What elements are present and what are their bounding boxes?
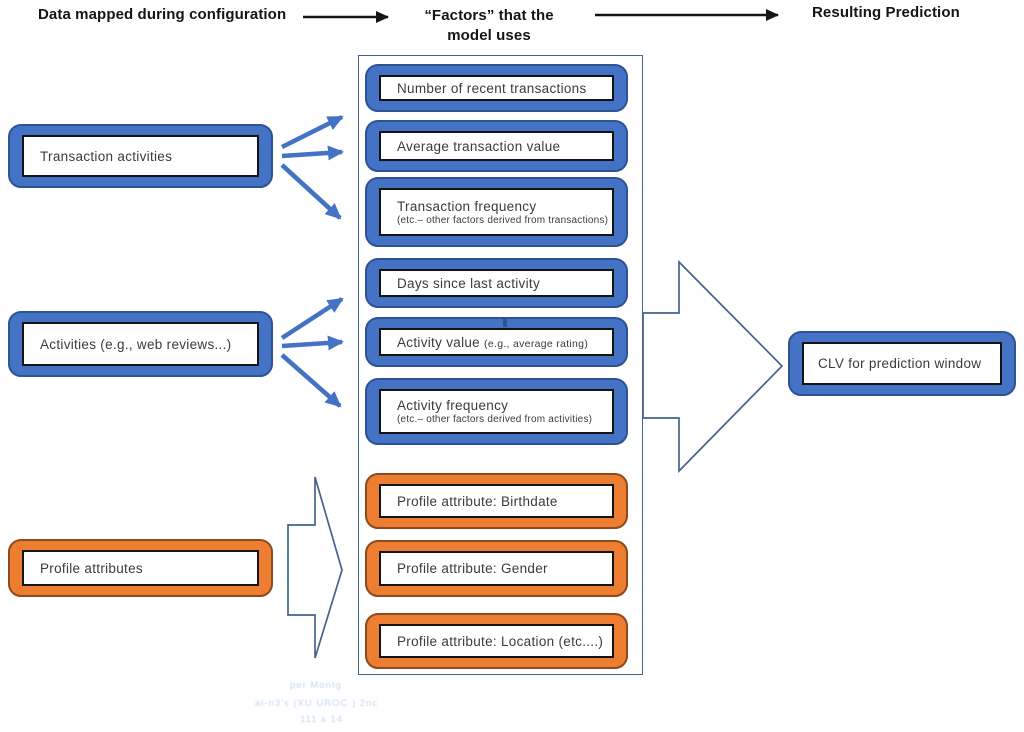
- header-factors-line2: model uses: [447, 26, 531, 44]
- factor-box-inner: Days since last activity: [379, 269, 614, 297]
- block-arrow-factors-to-prediction: [642, 259, 784, 474]
- faint-artifact-line3: 111 x 14: [300, 714, 344, 725]
- source-box-inner: Profile attributes: [22, 550, 259, 586]
- prediction-box-clv: CLV for prediction window: [788, 331, 1016, 396]
- factor-box-average-transaction-value: Average transaction value: [365, 120, 628, 172]
- factor-box-transaction-frequency: Transaction frequency (etc.– other facto…: [365, 177, 628, 247]
- factor-box-inner: Profile attribute: Gender: [379, 551, 614, 586]
- factor-label: Profile attribute: Gender: [397, 561, 548, 576]
- source-box-profile-attributes: Profile attributes: [8, 539, 273, 597]
- header-factors-line1: “Factors” that the: [424, 7, 554, 24]
- factor-sublabel: (etc.– other factors derived from activi…: [397, 414, 593, 425]
- source-label: Activities (e.g., web reviews...): [40, 336, 232, 352]
- fan-arrow-transactions-2: [281, 145, 344, 161]
- source-box-inner: Activities (e.g., web reviews...): [22, 322, 259, 366]
- factor-box-activity-value: Activity value (e.g., average rating): [365, 317, 628, 367]
- factor-box-inner: Activity frequency (etc.– other factors …: [379, 389, 614, 434]
- factor-box-inner: Transaction frequency (etc.– other facto…: [379, 188, 614, 236]
- block-arrow-profile-to-factors: [287, 476, 343, 659]
- fan-arrow-activities-2: [281, 335, 344, 351]
- factor-box-profile-birthdate: Profile attribute: Birthdate: [365, 473, 628, 529]
- factor-label: Activity frequency: [397, 398, 509, 413]
- source-box-activities: Activities (e.g., web reviews...): [8, 311, 273, 377]
- header-data-mapped-label: Data mapped during configuration: [38, 6, 287, 23]
- factor-label: Number of recent transactions: [397, 80, 587, 96]
- prediction-label: CLV for prediction window: [818, 356, 982, 371]
- factor-label: Average transaction value: [397, 138, 561, 154]
- factor-box-recent-transactions: Number of recent transactions: [365, 64, 628, 112]
- stray-tick-mark: [503, 319, 507, 327]
- factor-label: Transaction frequency: [397, 198, 537, 214]
- factor-box-activity-frequency: Activity frequency (etc.– other factors …: [365, 378, 628, 445]
- faint-artifact-line1: per Montg: [290, 680, 342, 691]
- faint-artifact-line2: ai-n3's (XU UROC ) 2nc: [255, 698, 379, 709]
- header-resulting-prediction-label: Resulting Prediction: [812, 4, 960, 21]
- source-label: Transaction activities: [40, 148, 173, 164]
- fan-arrow-activities-1: [280, 297, 344, 340]
- factor-box-inner: Average transaction value: [379, 131, 614, 161]
- factor-box-profile-gender: Profile attribute: Gender: [365, 540, 628, 597]
- factor-box-inner: Profile attribute: Location (etc....): [379, 624, 614, 658]
- factor-box-inner: Number of recent transactions: [379, 75, 614, 101]
- factor-box-days-since-last-activity: Days since last activity: [365, 258, 628, 308]
- factor-label: Days since last activity: [397, 275, 540, 291]
- source-box-transaction-activities: Transaction activities: [8, 124, 273, 188]
- fan-arrow-transactions-3: [280, 163, 342, 220]
- factor-label: Profile attribute: Birthdate: [397, 493, 558, 509]
- prediction-box-inner: CLV for prediction window: [802, 342, 1002, 385]
- header-factors-label: “Factors” that the model uses: [413, 6, 565, 45]
- factor-sublabel: (etc.– other factors derived from transa…: [397, 214, 609, 226]
- factor-label-main: Activity value: [397, 334, 480, 350]
- fan-arrow-activities-3: [280, 353, 342, 408]
- source-label: Profile attributes: [40, 560, 143, 576]
- factor-box-inner: Activity value (e.g., average rating): [379, 328, 614, 356]
- fan-arrow-transactions-1: [280, 114, 344, 150]
- factor-label-suffix: (e.g., average rating): [484, 337, 589, 350]
- factor-box-inner: Profile attribute: Birthdate: [379, 484, 614, 518]
- factor-label: Profile attribute: Location (etc....): [397, 633, 604, 649]
- source-box-inner: Transaction activities: [22, 135, 259, 177]
- factor-box-profile-location: Profile attribute: Location (etc....): [365, 613, 628, 669]
- factor-label: Activity value (e.g., average rating): [397, 335, 612, 350]
